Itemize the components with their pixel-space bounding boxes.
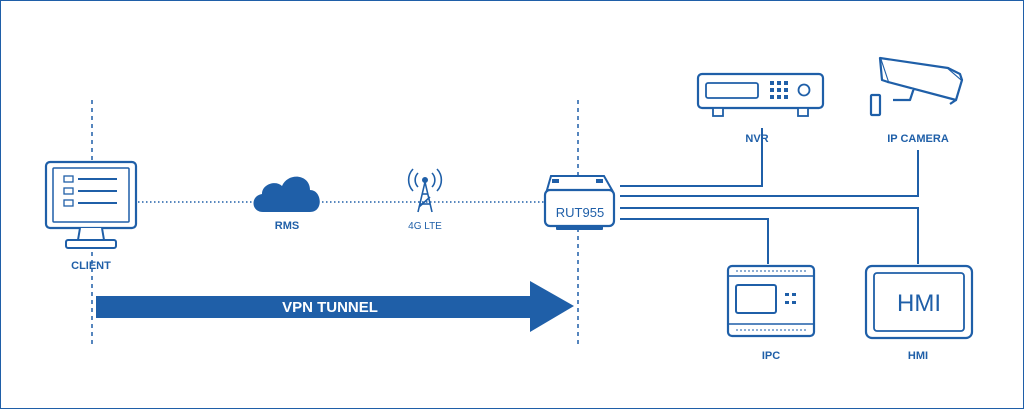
- vpn-tunnel-label: VPN TUNNEL: [282, 299, 378, 316]
- nvr-recorder-icon: [696, 72, 825, 117]
- vpn-tunnel-arrow: [96, 281, 574, 332]
- computer-monitor-icon: [44, 160, 138, 249]
- lte-label: 4G LTE: [408, 221, 442, 232]
- rms-label: RMS: [275, 220, 299, 232]
- hmi-label: HMI: [908, 350, 928, 362]
- router-label: RUT955: [556, 205, 604, 220]
- ipc-label: IPC: [762, 350, 780, 362]
- client-label: CLIENT: [71, 260, 111, 272]
- camera-label: IP CAMERA: [887, 133, 949, 145]
- cell-tower-icon: [407, 168, 443, 213]
- hmi-screen-text: HMI: [897, 290, 941, 317]
- connection-lines: [620, 128, 919, 264]
- industrial-pc-icon: [726, 264, 816, 338]
- nvr-label: NVR: [745, 133, 768, 145]
- cloud-icon: [253, 176, 320, 212]
- hmi-panel-icon: [864, 264, 974, 340]
- router-icon: [543, 175, 616, 230]
- ip-camera-icon: [869, 56, 964, 117]
